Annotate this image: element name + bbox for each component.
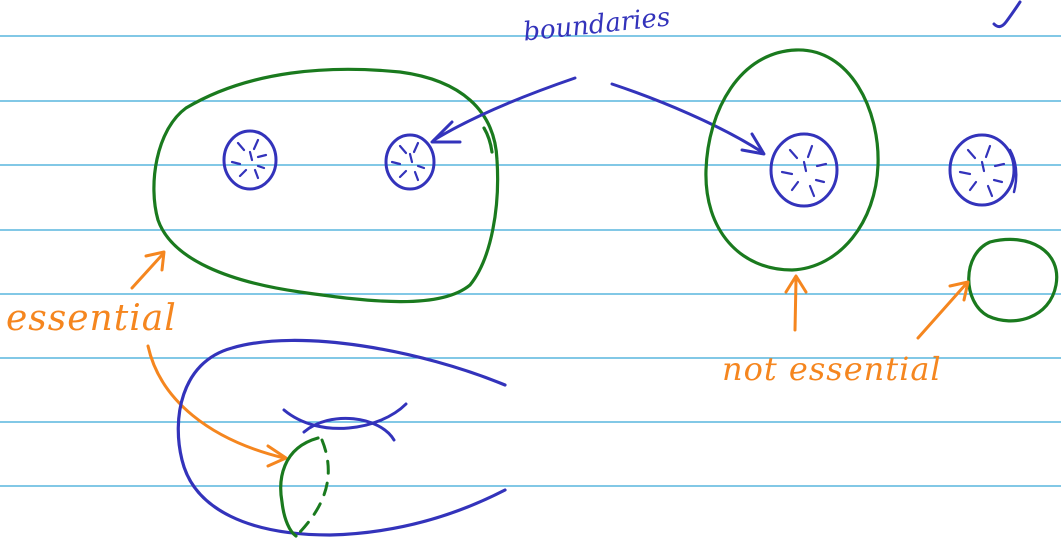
arrow-to-boundary-right bbox=[610, 82, 764, 154]
label-not-essential: not essential bbox=[722, 350, 942, 388]
essential-curve-left bbox=[152, 67, 500, 304]
torus-hole-bottom bbox=[302, 416, 396, 442]
arrow-to-boundary-left bbox=[432, 76, 577, 142]
cropped-handwriting-mark bbox=[992, 0, 1022, 29]
arrowhead-essential-down bbox=[266, 444, 288, 468]
label-essential: essential bbox=[6, 298, 177, 339]
arrow-essential-up bbox=[130, 253, 164, 290]
non-essential-curve bbox=[704, 48, 880, 272]
boundary-disk-3 bbox=[769, 132, 839, 208]
boundary-disk-2 bbox=[384, 133, 436, 191]
arrowhead-boundary-right bbox=[740, 132, 766, 156]
torus-hole-top bbox=[282, 402, 408, 430]
boundary-disk-1 bbox=[222, 129, 278, 191]
arrowhead-essential-up bbox=[144, 250, 166, 272]
ruled-lines bbox=[0, 35, 1061, 487]
torus-meridian-front bbox=[279, 436, 320, 538]
arrow-not-essential-up bbox=[793, 278, 798, 332]
torus-outline bbox=[176, 338, 507, 537]
arrowhead-boundary-left bbox=[430, 120, 462, 144]
essential-curve-left-tail bbox=[482, 126, 494, 154]
contractible-curve bbox=[967, 237, 1059, 323]
torus-meridian-back bbox=[298, 438, 330, 534]
arrow-essential-down bbox=[146, 344, 286, 460]
arrowhead-not-essential-diag bbox=[948, 280, 970, 302]
boundary-disk-4 bbox=[948, 133, 1018, 207]
arrowhead-not-essential-up bbox=[784, 274, 808, 294]
arrow-not-essential-diag bbox=[916, 282, 968, 340]
